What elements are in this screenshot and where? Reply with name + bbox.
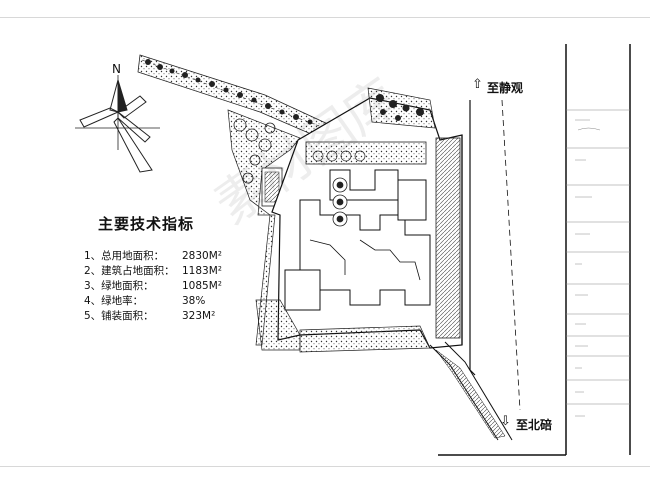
direction-label-bottom: 至北碚 (516, 418, 553, 432)
indicator-value: 2830M² (182, 250, 222, 262)
tree-cluster-northeast (367, 87, 436, 129)
indicator-label: 2、建筑占地面积： (84, 265, 175, 277)
title-block-marks (575, 119, 601, 417)
tech-indicator-item: 5、铺装面积： 323M² (84, 309, 222, 324)
indicator-label: 1、总用地面积： (84, 250, 165, 262)
indicator-value: 38% (182, 295, 206, 307)
indicator-value: 1085M² (182, 280, 222, 292)
courtyard-planters (332, 177, 348, 227)
tech-indicator-item: 4、绿地率： 38% (84, 294, 222, 309)
tech-indicators-title: 主要技术指标 (98, 215, 195, 233)
east-green-strip (435, 137, 461, 339)
tech-indicator-item: 2、建筑占地面积： 1183M² (84, 264, 222, 279)
direction-arrow-icon: ⇧ (472, 77, 483, 92)
building-complex (284, 169, 431, 311)
direction-arrow-icon: ⇩ (500, 414, 511, 429)
tech-indicators-list: 1、总用地面积： 2830M² 2、建筑占地面积： 1183M² 3、绿地面积： 10… (84, 249, 222, 324)
tech-indicator-item: 3、绿地面积： 1085M² (84, 279, 222, 294)
main-road (469, 99, 521, 411)
north-garden (305, 141, 427, 165)
indicator-value: 323M² (182, 310, 216, 322)
compass-rose (75, 75, 160, 173)
tree-belt-west (227, 109, 301, 346)
top-rule (0, 17, 650, 18)
south-access-road (429, 341, 513, 441)
title-block-frame (565, 44, 631, 455)
tree-belt-north (137, 54, 331, 141)
direction-label-top: 至静观 (487, 81, 524, 95)
north-label: N (112, 62, 121, 76)
tech-indicator-item: 1、总用地面积： 2830M² (84, 249, 222, 264)
indicator-label: 4、绿地率： (84, 295, 144, 307)
indicator-label: 3、绿地面积： (84, 280, 154, 292)
bottom-rule (0, 466, 650, 467)
indicator-value: 1183M² (182, 265, 222, 277)
indicator-label: 5、铺装面积： (84, 310, 154, 322)
